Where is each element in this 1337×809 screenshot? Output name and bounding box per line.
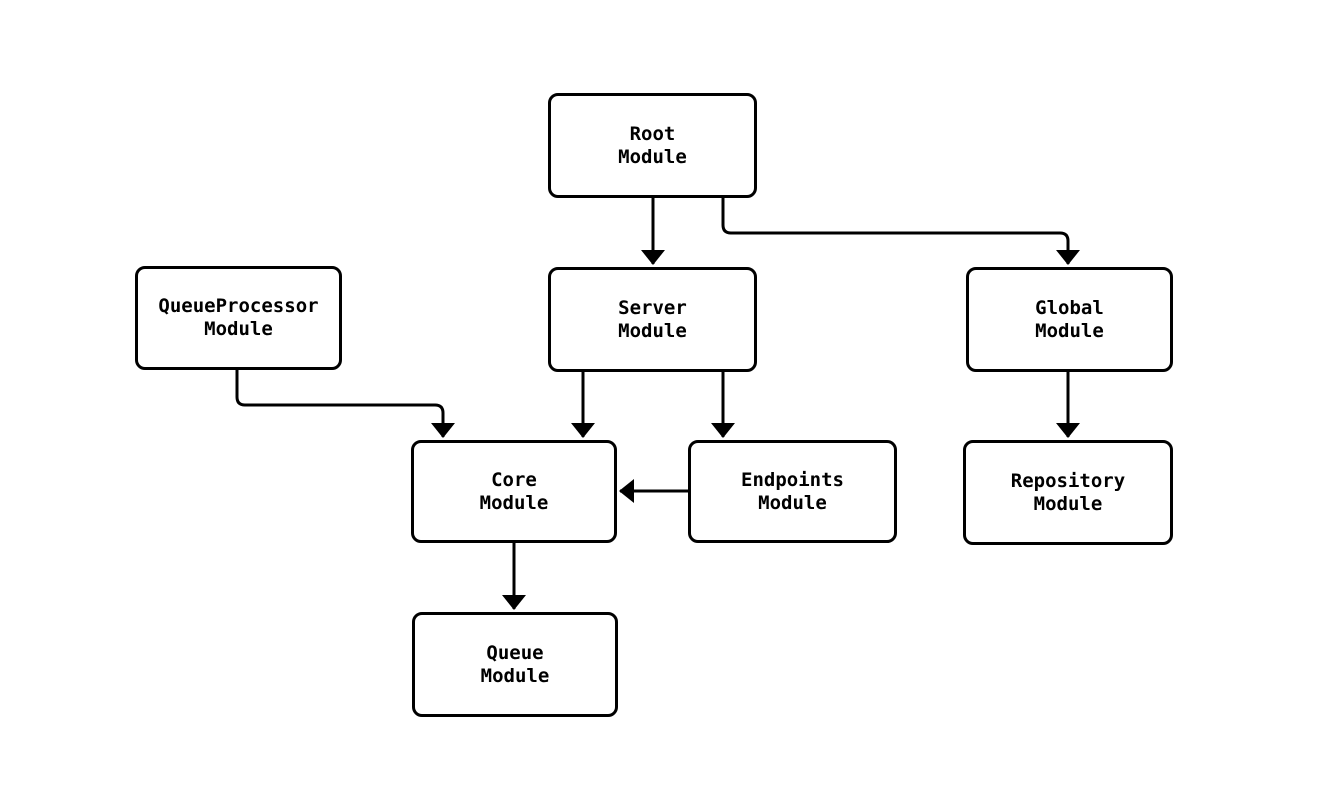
node-label-line: Module: [618, 319, 687, 342]
node-label-line: Module: [479, 491, 549, 514]
node-queue-module[interactable]: Queue Module: [412, 612, 618, 717]
node-label-line: Core: [491, 468, 537, 491]
node-server-module[interactable]: Server Module: [548, 267, 757, 372]
node-label-line: Module: [1033, 492, 1103, 515]
node-label-line: Module: [618, 145, 687, 168]
node-global-module[interactable]: Global Module: [966, 267, 1173, 372]
node-label-line: Global: [1035, 296, 1104, 319]
node-label-line: Root: [629, 122, 676, 145]
node-core-module[interactable]: Core Module: [411, 440, 617, 543]
node-queueprocessor-module[interactable]: QueueProcessor Module: [135, 266, 342, 370]
node-repository-module[interactable]: Repository Module: [963, 440, 1173, 545]
node-label-line: Module: [758, 491, 827, 514]
node-label-line: QueueProcessor: [158, 295, 319, 317]
node-label-line: Queue: [486, 641, 544, 664]
node-label-line: Endpoints: [741, 468, 844, 491]
node-label-line: Module: [480, 664, 550, 687]
node-label-line: Module: [1035, 319, 1104, 342]
node-root-module[interactable]: Root Module: [548, 93, 757, 198]
node-label-line: Module: [204, 318, 273, 340]
edge-queueprocessor-to-core: [235, 370, 455, 438]
edge-root-to-global: [721, 198, 1080, 265]
node-endpoints-module[interactable]: Endpoints Module: [688, 440, 897, 543]
node-label-line: Repository: [1010, 469, 1126, 492]
node-label-line: Server: [618, 296, 687, 319]
